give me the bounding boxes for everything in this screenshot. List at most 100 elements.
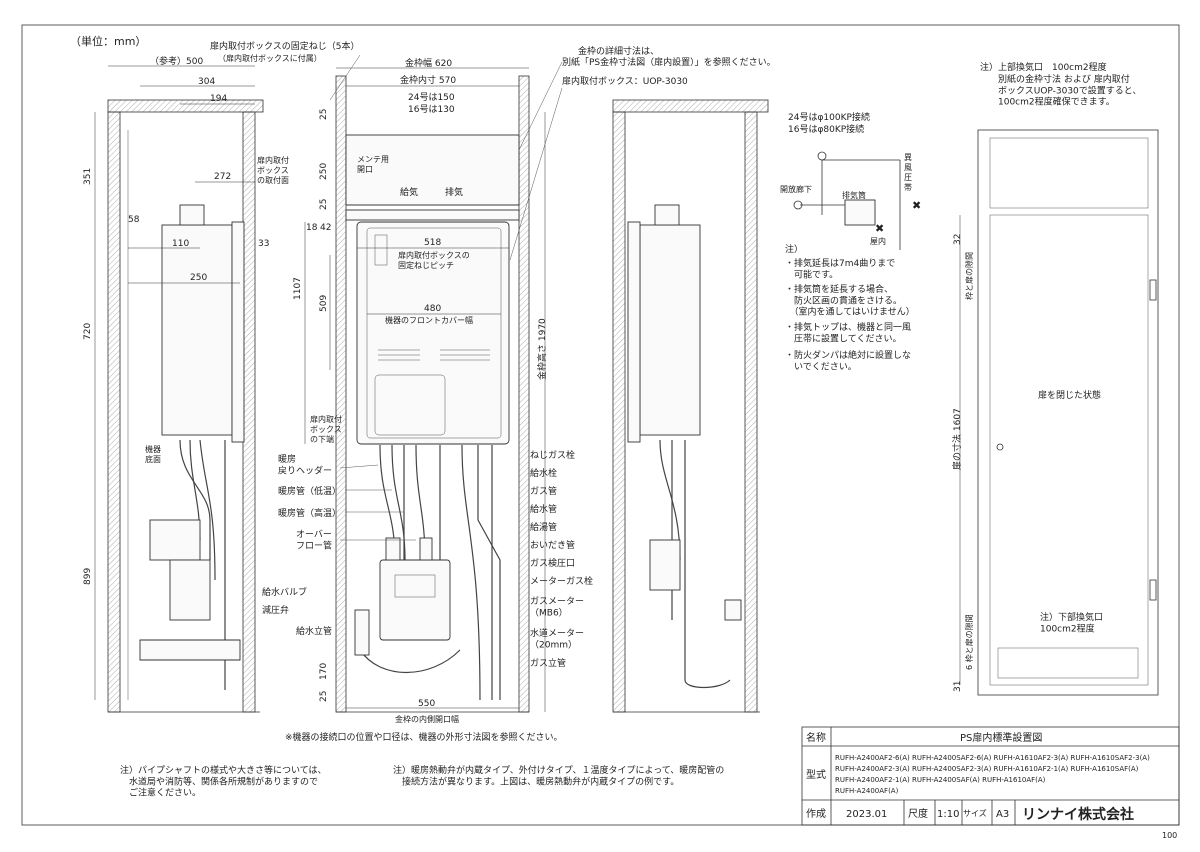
front-wall-right [518,75,530,713]
bottom-notes: ※機器の接続口の位置や口径は、機器の外形寸法図を参照ください。 注）パイプシャフ… [120,731,724,799]
pipe-label-right: ガス立管 [530,657,566,669]
dim-250-front: 250 [319,163,329,180]
dim-899: 899 [83,568,93,585]
dim-frame-inner: 金枠内寸 570 [400,74,456,86]
dim-1607: 扉の寸法 1607 [951,408,963,470]
dim-1107: 1107 [293,277,303,300]
rear-view [612,99,769,713]
front-view: 金枠幅 620 金枠内寸 570 24号は150 16号は130 518 480… [293,57,548,724]
dim-25b: 25 [319,199,329,210]
dim-frame-width: 金枠幅 620 [405,57,452,69]
door-upper-vent-label: 注）上部換気口 100cm2程度 [980,61,1107,73]
vent-haikito: 排気筒 [842,190,866,200]
side-ceiling [107,99,264,113]
pipe-label-left: オーバーフロー管 [296,529,332,551]
note-mid: ・排気延長は7m4曲りまで 可能です。 [785,257,895,280]
front-gas-meter [379,559,451,641]
label-inner-opening: 金枠の内側開口幅 [395,714,459,724]
dim-509: 509 [319,295,329,312]
dim-31: 31 [953,681,963,692]
label-maint: メンテ用開口 [357,155,389,174]
rear-unit-body [639,224,701,436]
vent-okunai: 屋内 [870,236,886,246]
label-box-pitch: 扉内取付ボックスの固定ねじピッチ [398,250,470,270]
pipe-labels-right: ねじガス栓 給水栓 ガス管 給水管 給湯管 おいだき管 ガス検圧口 メーターガス… [530,449,593,669]
dim-58: 58 [128,215,140,225]
side-mount-box [231,221,245,443]
note-detail-1: 金枠の詳細寸法は、 [578,45,659,57]
vent-top-marker [817,151,827,161]
vent-x-mark: ✖ [912,199,921,212]
dim-33: 33 [258,239,269,249]
title-name-label: 名称 [806,731,826,744]
pipe-label-right: ガス検圧口 [530,557,575,569]
note-heating: 注）暖房熱動弁が内蔵タイプ、外付けタイプ、１温度タイプによって、暖房配管の 接続… [393,764,724,787]
label-box-mount: 扉内取付ボックスの取付面 [257,155,289,185]
door-knob [996,443,1004,451]
front-panel-window [374,374,446,436]
pipe-label-left: 暖房管（低温） [278,485,341,497]
dim-194: 194 [210,94,227,104]
dim-25c: 25 [319,691,329,702]
title-made-label: 作成 [806,808,826,820]
title-block: 名称 PS扉内標準設置図 型式 RUFH-A2400AF2-6(A) RUFH-… [801,726,1180,826]
dim-518: 518 [424,238,441,248]
title-model-label: 型式 [806,768,826,781]
model-line: RUFH-A2400AF(A) [835,787,899,795]
note-screw: 扉内取付ボックスの固定ねじ（5本） [210,40,359,52]
dim-351: 351 [83,168,93,185]
dim-1970: 金枠高さ 1970 [536,318,548,380]
front-upper-vent [345,134,520,206]
rear-wall-left [612,111,626,713]
pipe-label-right: 給湯管 [530,521,557,533]
note-connection: ※機器の接続口の位置や口径は、機器の外形寸法図を参照ください。 [285,731,563,743]
door-upper-vent [989,137,1149,209]
title-made-value: 2023.01 [846,809,887,820]
side-pressure-reducer [169,559,211,621]
note-ps: 注）パイプシャフトの様式や大きさ等については、 水道局や消防等、関係各所規制があ… [120,764,327,799]
note-box-model: 扉内取付ボックス：UOP-3030 [562,75,688,87]
vent-detail: 24号はφ100KP接続 16号はφ80KP接続 開放廊下 排気筒 屋内 異風圧… [780,111,921,250]
dim-550: 550 [418,699,435,709]
dim-272: 272 [214,172,231,182]
title-scale-value: 1:10 [937,809,959,820]
vent-16gou: 16号はφ80KP接続 [788,123,864,135]
front-wall-left [335,75,347,713]
side-unit-body [161,224,233,436]
sheet-border [21,24,1180,826]
model-line: RUFH-A2400AF2-3(A) RUFH-A2400SAF2-3(A) R… [835,765,1139,773]
label-genatsu: 減圧弁 [262,604,289,616]
pipe-label-right: 給水栓 [530,467,557,479]
side-valve-assembly [149,519,201,561]
dim-24gou: 24号は150 [408,92,455,103]
vent-x-mark: ✖ [875,222,884,235]
dim-480: 480 [424,304,441,314]
label-haiki: 排気 [445,186,463,198]
label-box-bottom: 扉内取付ボックスの下端 [310,414,342,444]
model-line: RUFH-A2400AF2-6(A) RUFH-A2400SAF2-6(A) R… [835,754,1150,762]
title-size-label: サイズ [963,808,987,818]
dim-gap-top: 枠と扉の隙間 [964,252,974,300]
note-mid: 注） [785,243,803,255]
pipe-label-left: 暖房戻りヘッダー [278,453,332,476]
dim-18: 18 [306,223,318,233]
pipe-label-right: メーターガス栓 [530,575,593,587]
side-exhaust-duct [179,204,205,226]
pipe-label-right: 給水管 [530,503,557,515]
dim-25a: 25 [319,109,329,120]
front-unit-body [356,221,510,445]
title-size-value: A3 [996,809,1009,820]
pipe-label-right: ガスメーター（MB6） [530,596,584,618]
dim-42: 42 [320,223,331,233]
pipe-label-right: 水道メーター（20mm） [530,627,584,650]
dim-170: 170 [319,663,329,680]
notes-middle: 注） ・排気延長は7m4曲りまで 可能です。 ・排気筒を延長する場合、 防火区画… [785,243,915,372]
label-kyuki: 給気 [400,186,418,198]
pipe-label-left: 暖房管（高温） [278,507,341,519]
pipe-label-right: おいだき管 [530,539,575,551]
side-wall-left [107,111,121,713]
door-view: 注）上部換気口 100cm2程度 別紙の金枠寸法 および 扉内取付ボックスUOP… [951,61,1159,696]
dim-110: 110 [172,239,189,249]
pipe-label-right: ねじガス栓 [530,449,575,461]
